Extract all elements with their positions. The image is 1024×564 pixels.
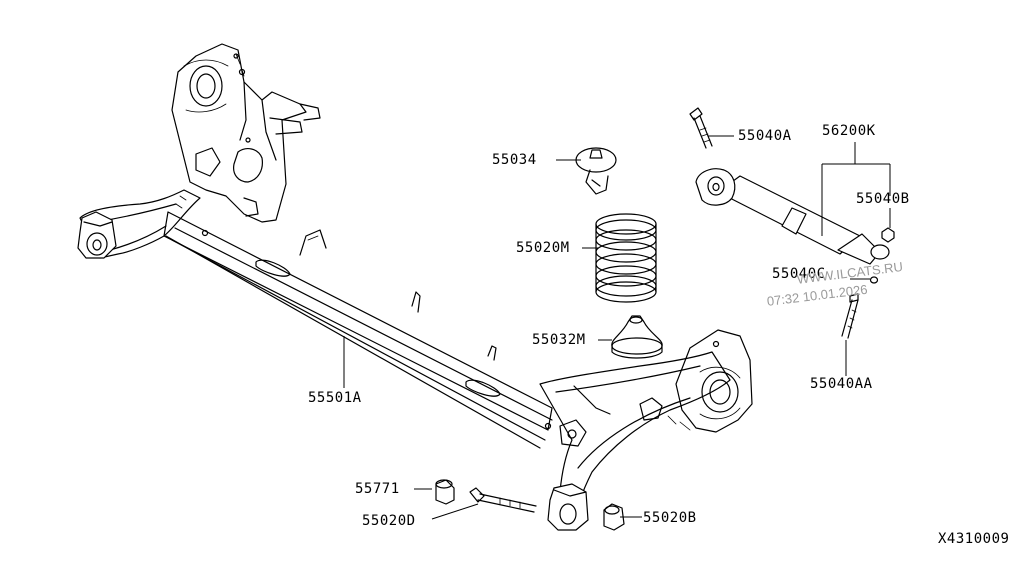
part-56200K-shock-absorber	[695, 168, 890, 265]
part-55032M-lower-seat	[611, 315, 663, 359]
label-55020B: 55020B	[643, 510, 697, 526]
label-55020D: 55020D	[362, 513, 416, 529]
label-55040A: 55040A	[738, 128, 792, 144]
leader-lines	[343, 135, 891, 520]
left-trailing-arm	[77, 43, 321, 259]
label-55040C: 55040C	[772, 266, 826, 282]
label-56200K: 56200K	[822, 123, 876, 139]
right-trailing-arm	[539, 329, 753, 531]
label-55032M: 55032M	[532, 332, 586, 348]
figure-code: X4310009	[938, 531, 1010, 547]
label-55040B: 55040B	[856, 191, 910, 207]
part-55040C-washer	[869, 276, 879, 284]
part-55040B-nut	[881, 227, 895, 243]
label-55501A: 55501A	[308, 390, 362, 406]
part-55020D-bolt	[469, 487, 537, 513]
label-55040AA: 55040AA	[810, 376, 873, 392]
label-55020M: 55020M	[516, 240, 570, 256]
label-55771: 55771	[355, 481, 400, 497]
part-55034-seat	[575, 147, 617, 195]
part-55040AA-bolt	[841, 293, 859, 339]
part-55771-bushing	[435, 479, 455, 505]
part-55020B-bushing	[603, 503, 625, 531]
part-55020M-coil-spring	[595, 213, 657, 303]
part-55040A-bolt	[689, 107, 713, 149]
axle-beam	[163, 211, 553, 449]
label-55034: 55034	[492, 152, 537, 168]
